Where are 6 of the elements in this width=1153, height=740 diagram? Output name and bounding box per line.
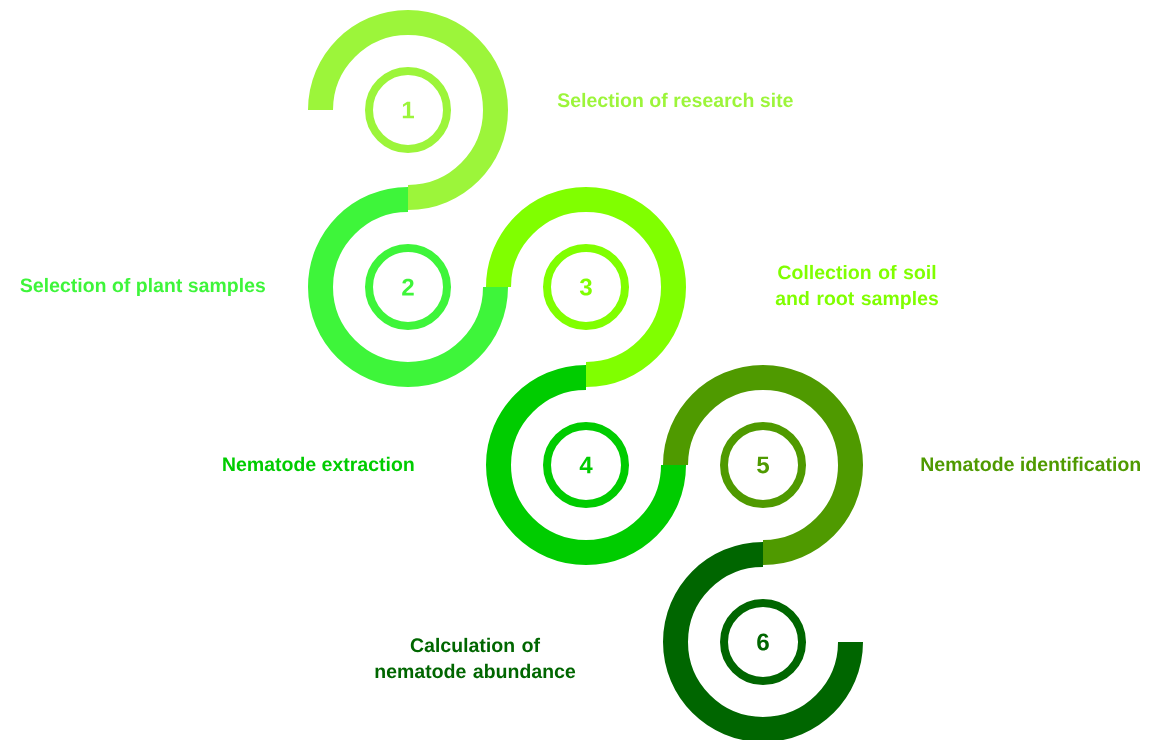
step-label: Selection of research site <box>557 92 793 108</box>
step-label: Calculation of nematode abundance <box>375 637 576 679</box>
step-label: Selection of plant samples <box>20 277 265 297</box>
step-label: Nematode identification <box>921 456 1140 472</box>
step-label: Nematode extraction <box>223 456 414 472</box>
step-label: Collection of soil and root samples <box>775 264 938 310</box>
